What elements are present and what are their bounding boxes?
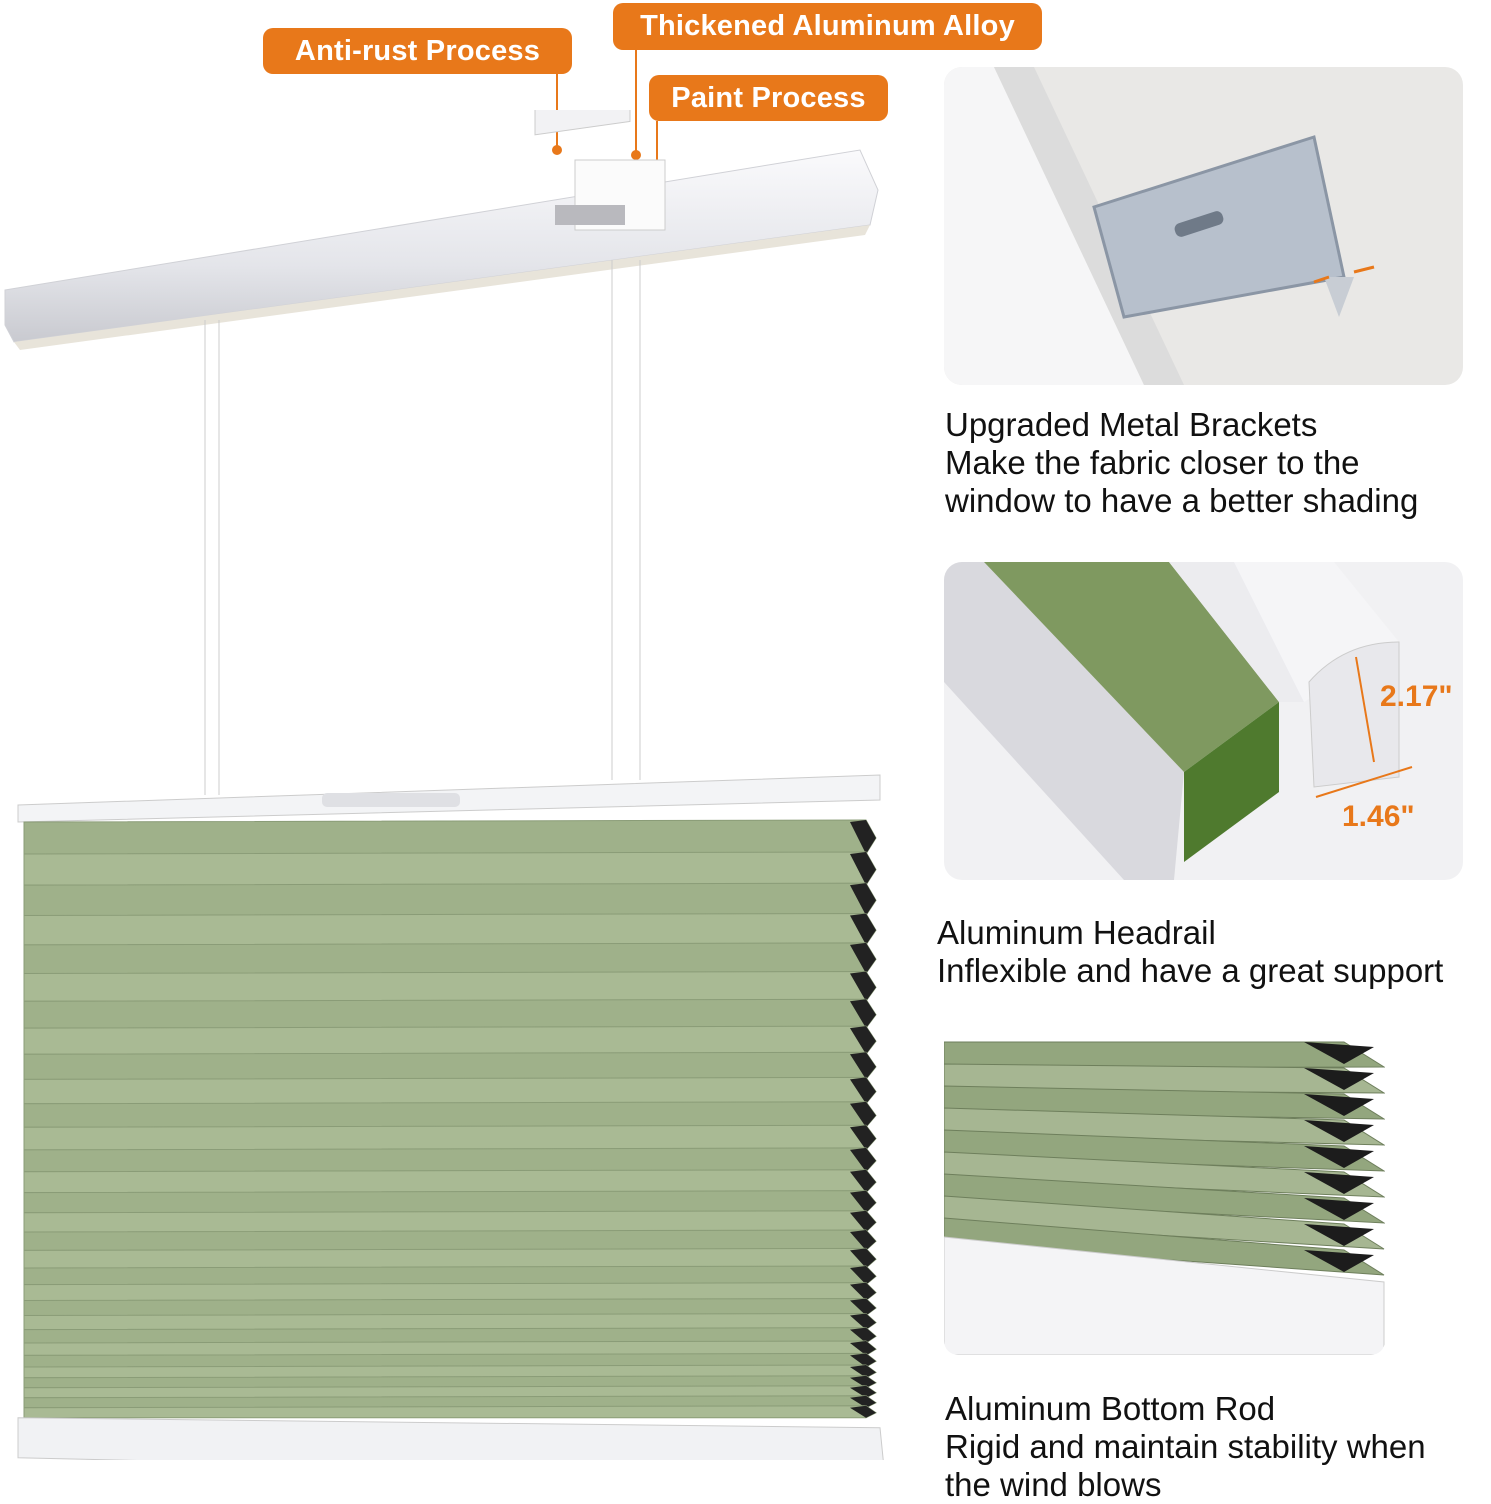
pleat-cell-edge (1304, 1198, 1374, 1220)
shade-pleat (23, 1051, 877, 1080)
pleat-cell-edge (850, 1365, 876, 1378)
fabric-pleat (944, 1085, 1385, 1120)
cellular-shade-illustration (17, 774, 884, 1460)
pleat-cell-edge (850, 1248, 876, 1268)
shade-pleat (23, 970, 877, 1002)
headrail-handle (322, 793, 460, 807)
pleat-cell-edge (850, 1265, 876, 1285)
feature-line: window to have a better shading (945, 482, 1419, 519)
shade-pleat (23, 882, 877, 916)
fabric-pleat (944, 1063, 1385, 1094)
pleat-cell-edge (850, 1313, 876, 1330)
shade-pleat (23, 998, 877, 1029)
shade-pleat (23, 1265, 877, 1286)
shade-pleat (23, 912, 877, 946)
pleat-cell-edge (850, 1282, 876, 1301)
pleat-cell-edge (850, 1340, 876, 1356)
shade-pleat (23, 1297, 877, 1316)
pleat-cell-edge (850, 913, 876, 945)
pleat-cell-edge (850, 1395, 876, 1408)
pleat-cell-edge (1304, 1120, 1374, 1142)
pleat-cell-edge (850, 1125, 876, 1150)
pleat-cell-edge (850, 820, 876, 854)
depth-dimension: 1.46" (1342, 800, 1415, 833)
shade-pleat (23, 1247, 877, 1269)
pleat-cell-edge (1304, 1146, 1374, 1168)
pleat-cell-edge (850, 1190, 876, 1213)
pleat-cell-edge (850, 1210, 876, 1232)
pleat-cell-edge (1304, 1094, 1374, 1116)
shade-pleat (23, 1327, 877, 1344)
pleat-cell-edge (850, 1169, 876, 1193)
pleat-cell-edge (850, 1375, 876, 1388)
pleat-cell-edge (850, 1405, 876, 1418)
height-dimension: 2.17" (1380, 680, 1453, 713)
pleat-cell-edge (850, 1327, 876, 1343)
shade-pleat (23, 1229, 877, 1251)
shade-pleat (23, 942, 877, 974)
headrail-photo: 2.17" 1.46" (944, 562, 1463, 880)
fabric-pleat (944, 1217, 1385, 1276)
fabric-pleat (944, 1195, 1385, 1250)
pleat-cell-edge (1304, 1172, 1374, 1194)
shade-pleat (23, 851, 877, 886)
anti-rust-callout: Anti-rust Process (263, 28, 572, 74)
fabric-pleat (944, 1129, 1385, 1172)
pleat-cell-edge (850, 1230, 876, 1251)
shade-pleat (23, 1312, 877, 1331)
pleat-cell-edge (1304, 1224, 1374, 1246)
pleat-cell-edge (850, 942, 876, 974)
pleat-cell-edge (850, 999, 876, 1029)
shade-pleat (23, 1147, 877, 1173)
pleat-cell-edge (850, 1077, 876, 1104)
paint-process-callout: Paint Process (649, 75, 888, 121)
shade-pleat (23, 1210, 877, 1233)
shade-pleat (23, 1190, 877, 1214)
pleat-cell-edge (850, 883, 876, 916)
bottom-rod (944, 1236, 1385, 1355)
fabric-pleat (944, 1151, 1385, 1198)
aluminum-alloy-callout: Thickened Aluminum Alloy (613, 3, 1042, 50)
feature-line: Rigid and maintain stability when (945, 1428, 1426, 1465)
lift-cords (204, 260, 641, 795)
shade-pleat (23, 1076, 877, 1105)
bracket-photo (944, 67, 1463, 385)
shade-pleat (23, 1124, 877, 1151)
feature-line: Inflexible and have a great support (937, 952, 1444, 989)
feature-bottom-rod: Aluminum Bottom Rod Rigid and maintain s… (945, 1390, 1426, 1504)
headrail-illustration (4, 110, 879, 350)
pleat-cell-edge (850, 1101, 876, 1128)
shade-pleat (23, 1025, 877, 1055)
pleat-cell-edge (1304, 1068, 1374, 1090)
shade-pleat (23, 819, 877, 855)
pleat-cell-edge (850, 1147, 876, 1172)
feature-title: Aluminum Headrail (937, 914, 1216, 951)
shade-pleat (23, 1101, 877, 1128)
feature-headrail: Aluminum Headrail Inflexible and have a … (937, 914, 1443, 990)
pleat-cell-edge (850, 1298, 876, 1316)
pleat-cell-edge (850, 1385, 876, 1398)
shade-pleat (23, 1169, 877, 1194)
shade-bottom-rail (17, 1417, 884, 1460)
feature-line: Make the fabric closer to the (945, 444, 1360, 481)
fabric-pleat (944, 1173, 1385, 1224)
feature-line: the wind blows (945, 1466, 1162, 1503)
pleat-cell-edge (850, 1026, 876, 1055)
pleat-cell-edge (850, 1353, 876, 1367)
feature-title: Upgraded Metal Brackets (945, 406, 1318, 443)
feature-brackets: Upgraded Metal Brackets Make the fabric … (945, 406, 1418, 520)
fabric-pleat (944, 1041, 1385, 1069)
shade-pleat (23, 1405, 877, 1419)
pleat-cell-edge (1304, 1250, 1374, 1272)
feature-title: Aluminum Bottom Rod (945, 1390, 1276, 1427)
pleat-cell-edge (1304, 1042, 1374, 1064)
pleat-cell-edge (850, 1052, 876, 1080)
shade-pleat (23, 1282, 877, 1301)
bottom-rod-photo (944, 1037, 1385, 1355)
pleat-cell-edge (850, 971, 876, 1002)
pleat-cell-edge (850, 852, 876, 886)
